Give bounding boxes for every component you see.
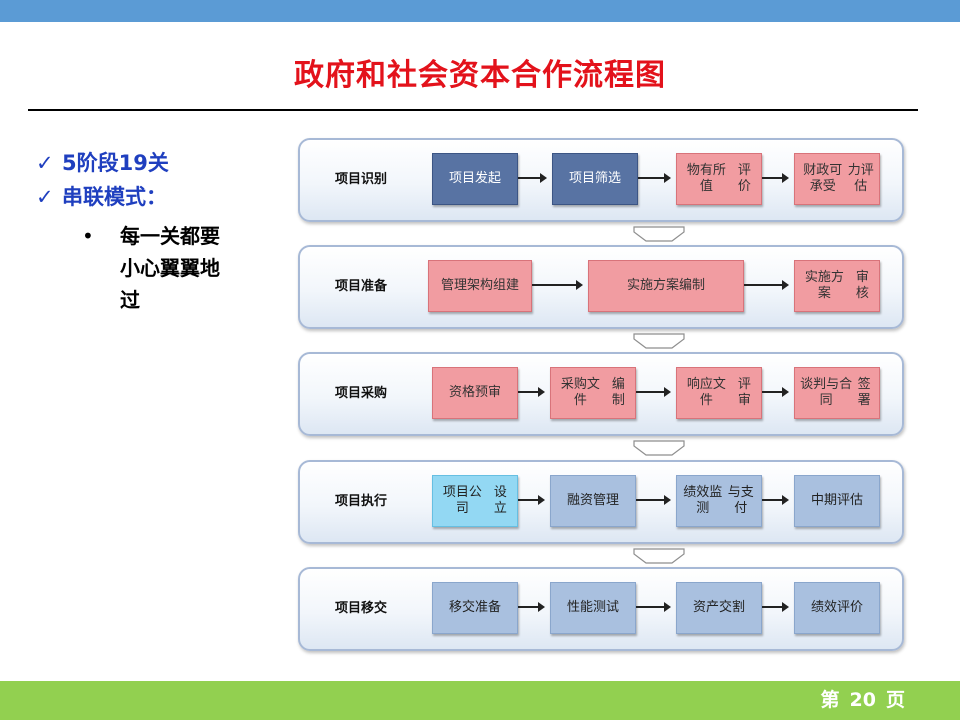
step-box: 谈判与合同签署 [794, 367, 880, 419]
page-prefix: 第 [820, 689, 840, 711]
step-box: 中期评估 [794, 475, 880, 527]
step-box: 绩效监测与支付 [676, 475, 762, 527]
stage-panel: 项目识别 项目发起项目筛选物有所值评价财政可承受力评估 [298, 138, 904, 222]
step-box: 移交准备 [432, 582, 518, 634]
stage-label: 项目采购 [334, 386, 387, 401]
step-box: 财政可承受力评估 [794, 153, 880, 205]
stage-panel: 项目采购 资格预审采购文件编制响应文件评审谈判与合同签署 [298, 352, 904, 436]
step-box: 项目筛选 [552, 153, 638, 205]
step-box: 管理架构组建 [428, 260, 532, 312]
step-box: 项目发起 [432, 153, 518, 205]
checkmark-icon: ✓ [36, 185, 54, 209]
bullet-line: 过 [120, 288, 140, 312]
bottom-bar: 第 20 页 [0, 681, 960, 720]
stage-label: 项目准备 [334, 279, 387, 294]
step-arrow [518, 387, 545, 397]
stage-panel: 项目移交 移交准备性能测试资产交割绩效评价 [298, 567, 904, 651]
step-box: 采购文件编制 [550, 367, 636, 419]
step-arrow [762, 387, 789, 397]
stage-label: 项目执行 [334, 494, 387, 509]
step-box: 实施方案编制 [588, 260, 744, 312]
point-text: 5阶段19关 [62, 151, 169, 175]
bullet-line: 小心翼翼地 [120, 256, 220, 280]
step-arrow [636, 495, 671, 505]
step-arrow [638, 173, 671, 183]
checkmark-icon: ✓ [36, 151, 54, 175]
step-box: 资格预审 [432, 367, 518, 419]
top-bar [0, 0, 960, 22]
step-arrow [518, 173, 547, 183]
title-divider [28, 109, 918, 111]
point-text: 串联模式： [62, 185, 167, 209]
step-box: 性能测试 [550, 582, 636, 634]
stage-down-arrow-icon [626, 333, 692, 349]
step-arrow [518, 602, 545, 612]
step-box: 资产交割 [676, 582, 762, 634]
stage-panel: 项目准备 管理架构组建 实施方案编制实施方案审核 [298, 245, 904, 329]
step-arrow [636, 602, 671, 612]
bullet-careful: • 每一关都要 小心翼翼地 过 [36, 220, 250, 316]
bullet-line: 每一关都要 [120, 224, 220, 248]
stage-down-arrow-icon [626, 548, 692, 564]
step-box: 绩效评价 [794, 582, 880, 634]
stage-down-arrow-icon [626, 440, 692, 456]
step-arrow [762, 602, 789, 612]
step-arrow [762, 173, 789, 183]
step-arrow [518, 495, 545, 505]
point-mode: ✓ 串联模式： [36, 180, 266, 214]
stage-label: 项目识别 [334, 172, 387, 187]
page-number-value: 20 [849, 689, 876, 711]
stage-panel: 项目执行 项目公司设立融资管理绩效监测与支付中期评估 [298, 460, 904, 544]
step-box: 实施方案审核 [794, 260, 880, 312]
step-box: 响应文件评审 [676, 367, 762, 419]
step-arrow [636, 387, 671, 397]
step-arrow [744, 280, 789, 290]
step-arrow [532, 280, 583, 290]
stage-label: 项目移交 [334, 601, 387, 616]
ppp-flow-diagram: 项目识别 项目发起项目筛选物有所值评价财政可承受力评估项目准备 管理架构组建 实施方案… [290, 132, 910, 652]
step-box: 融资管理 [550, 475, 636, 527]
bullet-dot-icon: • [82, 224, 94, 248]
step-arrow [762, 495, 789, 505]
page-number: 第 20 页 [816, 681, 910, 720]
step-box: 物有所值评价 [676, 153, 762, 205]
point-stages: ✓ 5阶段19关 [36, 146, 266, 180]
step-box: 项目公司设立 [432, 475, 518, 527]
key-points: ✓ 5阶段19关 ✓ 串联模式： • 每一关都要 小心翼翼地 过 [36, 146, 266, 316]
stage-down-arrow-icon [626, 226, 692, 242]
slide-title: 政府和社会资本合作流程图 [294, 58, 666, 93]
page-suffix: 页 [885, 689, 905, 711]
